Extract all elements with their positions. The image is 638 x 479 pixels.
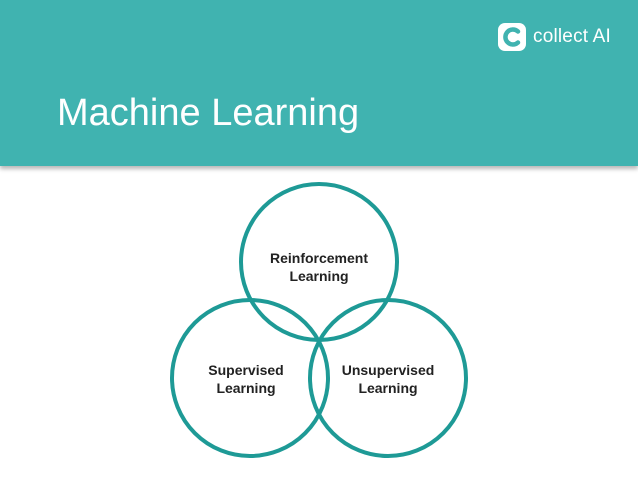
label-reinforcement-line1: Reinforcement <box>269 250 369 266</box>
collectai-logo-icon <box>498 23 526 51</box>
label-supervised-line2: Learning <box>216 380 276 396</box>
label-unsupervised-learning: Unsupervised Learning <box>313 361 463 397</box>
label-supervised-learning: Supervised Learning <box>171 361 321 397</box>
label-unsupervised-line1: Unsupervised <box>341 362 435 378</box>
label-reinforcement-line2: Learning <box>289 268 349 284</box>
logo-text: collect AI <box>533 26 612 47</box>
label-reinforcement-learning: Reinforcement Learning <box>244 249 394 285</box>
label-supervised-line1: Supervised <box>208 362 284 378</box>
venn-circle-supervised <box>170 298 330 458</box>
header-banner: collect AI Machine Learning <box>0 0 638 166</box>
venn-circle-unsupervised <box>308 298 468 458</box>
collectai-logo: collect AI <box>497 20 611 54</box>
label-unsupervised-line2: Learning <box>358 380 418 396</box>
page-title: Machine Learning <box>57 92 360 134</box>
